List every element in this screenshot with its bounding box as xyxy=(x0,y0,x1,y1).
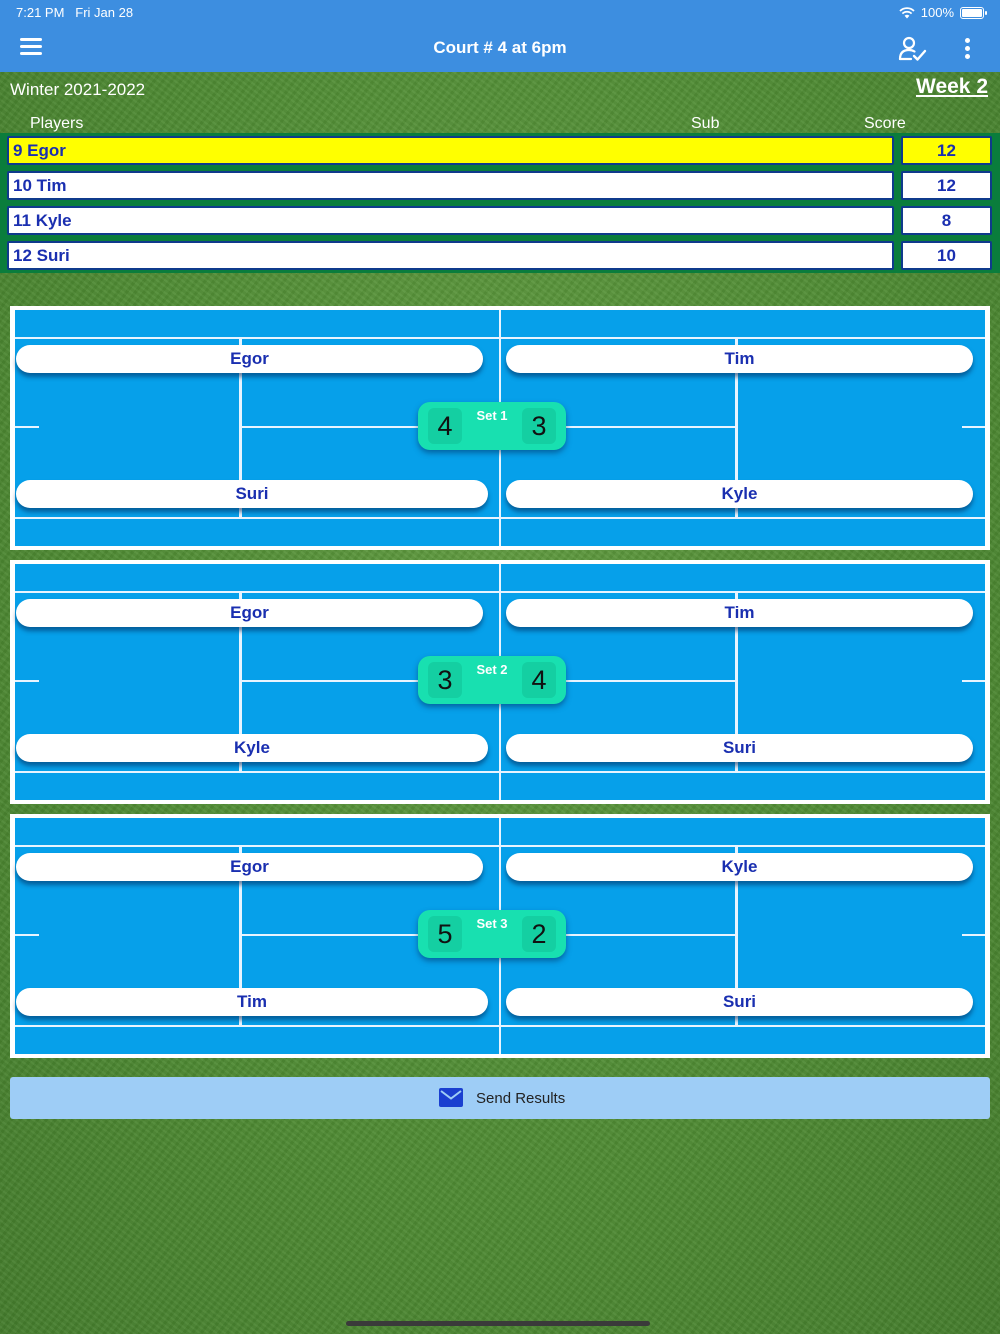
set3-label: Set 3 xyxy=(476,916,508,931)
set1-top-right-player[interactable]: Tim xyxy=(506,345,973,373)
set1-bottom-left-player[interactable]: Suri xyxy=(16,480,488,508)
player-row-egor[interactable]: 9 Egor xyxy=(7,136,894,165)
player-score-egor[interactable]: 12 xyxy=(901,136,992,165)
court-line xyxy=(15,1025,985,1027)
player-score-kyle[interactable]: 8 xyxy=(901,206,992,235)
court-line xyxy=(239,593,242,771)
battery-fill xyxy=(962,8,982,17)
player-row-tim[interactable]: 10 Tim xyxy=(7,171,894,200)
send-results-label: Send Results xyxy=(476,1090,566,1107)
page-title: Court # 4 at 6pm xyxy=(433,38,567,57)
court-line xyxy=(735,339,738,517)
player-row-suri[interactable]: 12 Suri xyxy=(7,241,894,270)
battery-text: 100% xyxy=(920,5,954,20)
court-line xyxy=(962,426,985,428)
set1-bottom-right-player[interactable]: Kyle xyxy=(506,480,973,508)
court-line xyxy=(15,426,39,428)
battery-icon xyxy=(960,6,987,19)
set2-bottom-left-player[interactable]: Kyle xyxy=(16,734,488,762)
set2-top-left-player[interactable]: Egor xyxy=(16,599,483,627)
set2-label: Set 2 xyxy=(476,662,508,677)
court-set-1: Egor Tim Suri Kyle Set 1 4 3 xyxy=(10,306,990,550)
set2-right-score[interactable]: 4 xyxy=(522,662,556,698)
court-line xyxy=(15,845,985,847)
home-indicator[interactable] xyxy=(346,1321,650,1326)
court-line xyxy=(15,337,985,339)
season-label: Winter 2021-2022 xyxy=(10,80,146,99)
set3-bottom-right-player[interactable]: Suri xyxy=(506,988,973,1016)
week-link[interactable]: Week 2 xyxy=(916,75,988,98)
status-date: Fri Jan 28 xyxy=(75,5,134,20)
envelope-icon xyxy=(439,1088,463,1107)
court-set-3: Egor Kyle Tim Suri Set 3 5 2 xyxy=(10,814,990,1058)
set1-right-score[interactable]: 3 xyxy=(522,408,556,444)
court-line xyxy=(239,339,242,517)
court-line xyxy=(735,593,738,771)
set1-left-score[interactable]: 4 xyxy=(428,408,462,444)
send-results-button[interactable]: Send Results xyxy=(10,1077,990,1119)
status-time: 7:21 PM Fri Jan 28 xyxy=(16,5,133,20)
court-line xyxy=(15,680,39,682)
player-score-tim[interactable]: 12 xyxy=(901,171,992,200)
player-row-kyle[interactable]: 11 Kyle xyxy=(7,206,894,235)
set2-left-score[interactable]: 3 xyxy=(428,662,462,698)
set3-score-box: Set 3 5 2 xyxy=(418,910,566,958)
wifi-icon xyxy=(899,6,915,18)
court-line xyxy=(15,934,39,936)
set3-left-score[interactable]: 5 xyxy=(428,916,462,952)
set2-bottom-right-player[interactable]: Suri xyxy=(506,734,973,762)
set3-top-right-player[interactable]: Kyle xyxy=(506,853,973,881)
status-right: 100% xyxy=(899,5,987,20)
hamburger-menu-icon[interactable] xyxy=(20,38,42,56)
players-column-header: Players xyxy=(30,115,84,132)
player-list: 9 Egor 12 10 Tim 12 11 Kyle 8 12 Suri 10 xyxy=(0,133,1000,273)
set3-bottom-left-player[interactable]: Tim xyxy=(16,988,488,1016)
court-line xyxy=(15,517,985,519)
set1-label: Set 1 xyxy=(476,408,508,423)
court-line xyxy=(962,680,985,682)
status-clock: 7:21 PM xyxy=(16,5,65,20)
court-line xyxy=(239,847,242,1025)
nav-bar: Court # 4 at 6pm xyxy=(0,24,1000,72)
player-score-suri[interactable]: 10 xyxy=(901,241,992,270)
more-vertical-icon[interactable] xyxy=(960,36,976,62)
set3-top-left-player[interactable]: Egor xyxy=(16,853,483,881)
court-set-2: Egor Tim Kyle Suri Set 2 3 4 xyxy=(10,560,990,804)
set2-score-box: Set 2 3 4 xyxy=(418,656,566,704)
court-line xyxy=(15,591,985,593)
set3-right-score[interactable]: 2 xyxy=(522,916,556,952)
court-line xyxy=(962,934,985,936)
score-column-header: Score xyxy=(864,115,906,132)
set2-top-right-player[interactable]: Tim xyxy=(506,599,973,627)
status-bar: 7:21 PM Fri Jan 28 100% xyxy=(0,0,1000,24)
court-line xyxy=(15,771,985,773)
court-line xyxy=(735,847,738,1025)
set1-score-box: Set 1 4 3 xyxy=(418,402,566,450)
sub-column-header: Sub xyxy=(691,115,720,132)
set1-top-left-player[interactable]: Egor xyxy=(16,345,483,373)
person-check-icon[interactable] xyxy=(898,36,928,62)
